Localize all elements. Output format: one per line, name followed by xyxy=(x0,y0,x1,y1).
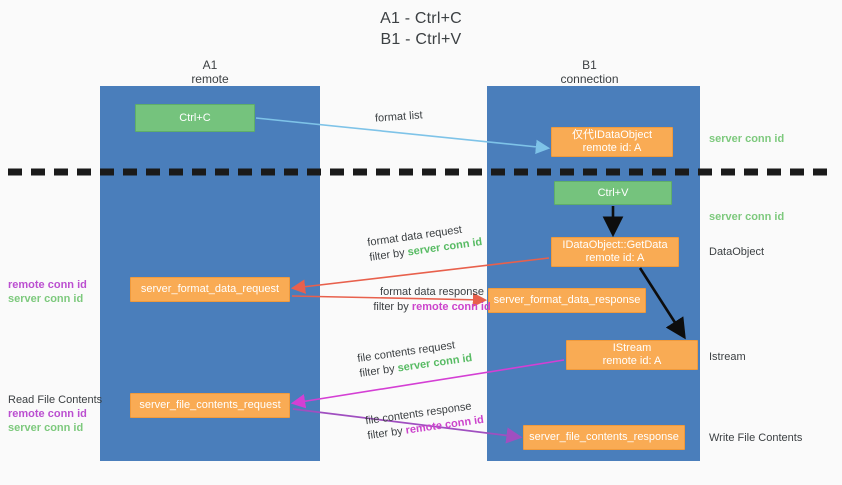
annotation-remote-conn-id: remote conn id xyxy=(8,279,87,291)
filter-value-remote-conn-id: remote conn id xyxy=(411,301,491,313)
node-ctrl-c[interactable]: Ctrl+C xyxy=(135,104,255,132)
annotation-read-file-contents-heading: Read File Contents xyxy=(8,394,103,406)
lane-header-a1: A1 remote xyxy=(100,58,320,86)
label-dataobject: DataObject xyxy=(709,246,765,258)
node-istream[interactable]: IStream remote id: A xyxy=(566,340,698,370)
node-ctrl-v[interactable]: Ctrl+V xyxy=(554,181,672,205)
edge-label-format-list: format list xyxy=(375,108,424,126)
node-ctrl-v-label: Ctrl+V xyxy=(597,186,629,199)
lane-a1-name: A1 xyxy=(202,58,218,72)
node-idataobject-label: 仅代IDataObject xyxy=(571,129,653,141)
node-getdata-label: IDataObject::GetData xyxy=(562,239,668,251)
node-istream-label: IStream xyxy=(612,342,652,354)
node-getdata-sub: remote id: A xyxy=(585,252,645,264)
node-server-file-contents-request-label: server_file_contents_request xyxy=(139,399,281,411)
node-ctrl-c-label: Ctrl+C xyxy=(179,111,211,124)
lane-header-b1: B1 connection xyxy=(483,58,696,86)
node-server-file-contents-response[interactable]: server_file_contents_response xyxy=(523,425,685,450)
edge-label-file-contents-request: file contents request filter by server c… xyxy=(356,336,473,382)
edge-label-format-list-line1: format list xyxy=(374,109,424,125)
annotation-server-conn-id: server conn id xyxy=(8,422,84,434)
title-line-2: B1 - Ctrl+V xyxy=(380,31,462,48)
title-line-1: A1 - Ctrl+C xyxy=(380,10,462,27)
edge-label-file-contents-response: file contents response filter by remote … xyxy=(364,398,485,444)
node-server-format-data-response[interactable]: server_format_data_response xyxy=(488,288,646,313)
filter-prefix: filter by xyxy=(373,301,412,313)
edge-label-format-data-response: format data response filter by remote co… xyxy=(337,285,527,315)
node-server-file-contents-request[interactable]: server_file_contents_request xyxy=(130,393,290,418)
filter-prefix: filter by xyxy=(358,362,399,380)
lane-a1-sub: remote xyxy=(191,72,229,86)
annotation-read-file-contents: Read File Contents remote conn id server… xyxy=(8,393,102,435)
node-server-format-data-response-label: server_format_data_response xyxy=(493,294,641,306)
annotation-remote-conn-id: remote conn id xyxy=(8,408,87,420)
label-istream: Istream xyxy=(709,351,746,363)
annotation-server-conn-id: server conn id xyxy=(709,211,785,223)
node-server-file-contents-response-label: server_file_contents_response xyxy=(529,431,679,443)
node-idataobject-sub: remote id: A xyxy=(582,142,642,154)
annotation-server-conn-id: server conn id xyxy=(709,133,785,145)
page-title: A1 - Ctrl+C B1 - Ctrl+V xyxy=(0,8,842,50)
node-istream-sub: remote id: A xyxy=(602,355,662,367)
node-getdata[interactable]: IDataObject::GetData remote id: A xyxy=(551,237,679,267)
edge-label-format-data-response-line1: format data response xyxy=(380,286,484,298)
filter-prefix: filter by xyxy=(366,424,407,443)
annotation-right-server-conn-id-top: server conn id xyxy=(709,132,784,146)
filter-prefix: filter by xyxy=(368,246,409,264)
lane-b1-name: B1 xyxy=(582,58,597,72)
node-idataobject[interactable]: 仅代IDataObject remote id: A xyxy=(551,127,673,157)
edge-label-format-data-response-filter: filter by remote conn id xyxy=(337,300,527,315)
label-write-file-contents: Write File Contents xyxy=(709,432,803,444)
annotation-server-conn-id: server conn id xyxy=(8,293,84,305)
annotation-right-server-conn-id-mid: server conn id xyxy=(709,210,784,224)
lane-b1-sub: connection xyxy=(560,72,619,86)
node-server-format-data-request-label: server_format_data_request xyxy=(140,283,280,295)
node-server-format-data-request[interactable]: server_format_data_request xyxy=(130,277,290,302)
annotation-left-conn-ids: remote conn id server conn id xyxy=(8,278,87,306)
edge-label-format-data-request: format data request filter by server con… xyxy=(366,220,483,266)
